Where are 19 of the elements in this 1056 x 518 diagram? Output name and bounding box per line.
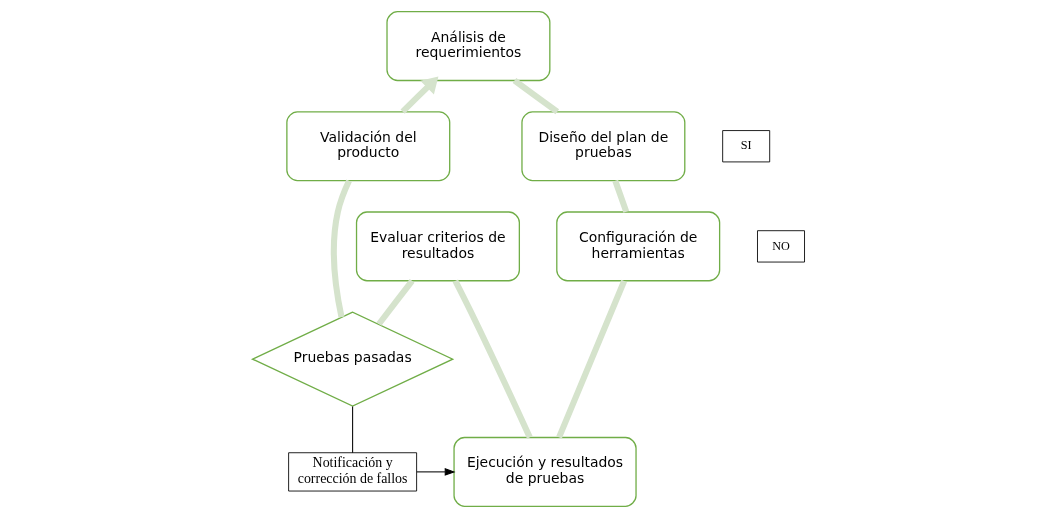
connector <box>330 179 352 318</box>
arrow <box>400 76 438 114</box>
node-box: SI <box>721 130 770 163</box>
node-box: NO <box>756 230 805 263</box>
node-box: Evaluar criterios de resultados <box>355 211 520 282</box>
node-diamond: Pruebas pasadas <box>250 311 454 407</box>
connector <box>351 405 353 454</box>
node-box: Ejecución y resultados de pruebas <box>452 436 637 507</box>
connector <box>555 279 627 439</box>
node-box: Análisis de requerimientos <box>385 11 550 82</box>
connector <box>611 179 629 213</box>
connector <box>376 279 415 326</box>
node-box: Diseño del plan de pruebas <box>520 111 685 182</box>
connector <box>452 279 533 439</box>
arrow <box>415 468 455 476</box>
node-box: Validación del producto <box>285 111 450 182</box>
node-box: Notificación y corrección de fallos <box>287 452 417 492</box>
node-box: Configuración de herramientas <box>555 211 720 282</box>
connector <box>512 78 559 115</box>
